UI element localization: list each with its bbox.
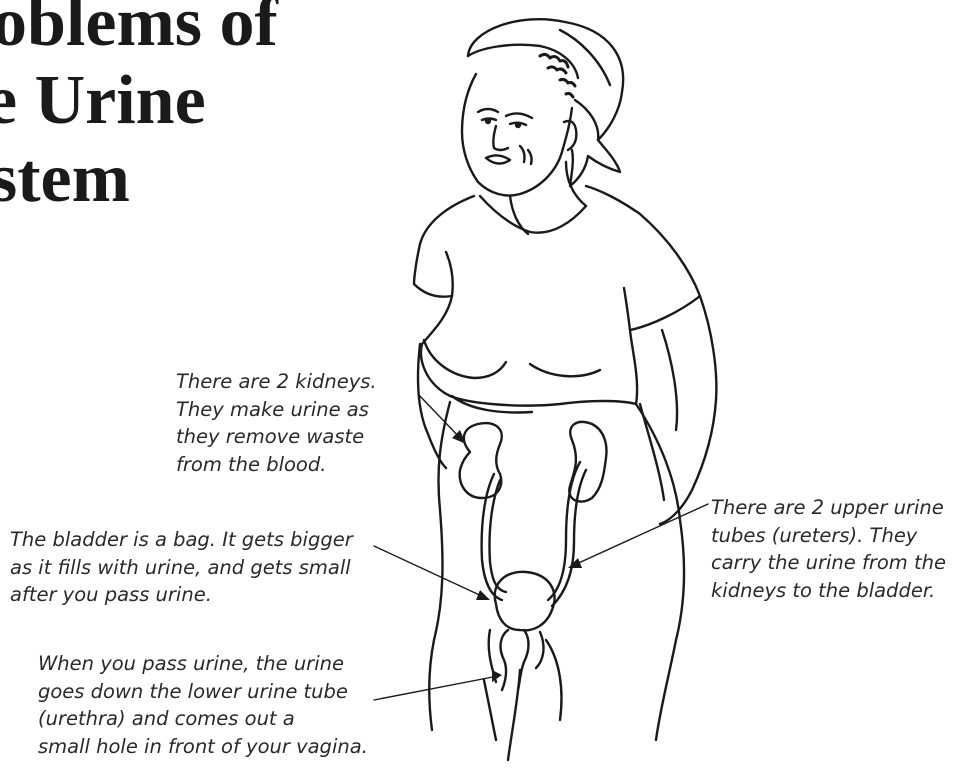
- caption-ureters-line-2: tubes (ureters). They: [711, 522, 946, 550]
- breast: [424, 340, 506, 378]
- caption-urethra-line-2: goes down the lower urine tube: [38, 678, 368, 706]
- caption-bladder: The bladder is a bag. It gets bigger as …: [10, 526, 353, 609]
- caption-urethra-line-3: (urethra) and comes out a: [38, 705, 368, 733]
- caption-bladder-line-1: The bladder is a bag. It gets bigger: [10, 526, 353, 554]
- legs: [484, 680, 496, 740]
- caption-bladder-line-2: as it fills with urine, and gets small: [10, 554, 353, 582]
- bladder: [495, 572, 555, 631]
- caption-urethra: When you pass urine, the urine goes down…: [38, 650, 368, 760]
- caption-bladder-line-3: after you pass urine.: [10, 581, 353, 609]
- hips: [429, 402, 450, 730]
- caption-kidneys-line-3: they remove waste: [176, 423, 377, 451]
- caption-ureters-line-1: There are 2 upper urine: [711, 494, 946, 522]
- caption-ureters-line-4: kidneys to the bladder.: [711, 577, 946, 605]
- caption-urethra-line-1: When you pass urine, the urine: [38, 650, 368, 678]
- caption-kidneys-line-4: from the blood.: [176, 451, 377, 479]
- kidney-right: [569, 422, 606, 502]
- urethra: [501, 630, 508, 690]
- caption-kidneys: There are 2 kidneys. They make urine as …: [176, 368, 377, 478]
- shirt: [414, 186, 700, 406]
- caption-ureters-line-3: carry the urine from the: [711, 549, 946, 577]
- kidney-left: [460, 423, 502, 498]
- arrow-heads: [452, 430, 582, 682]
- caption-ureters: There are 2 upper urine tubes (ureters).…: [711, 494, 946, 604]
- caption-kidneys-line-1: There are 2 kidneys.: [176, 368, 377, 396]
- caption-urethra-line-4: small hole in front of your vagina.: [38, 733, 368, 761]
- face-outline: [462, 74, 572, 196]
- caption-kidneys-line-2: They make urine as: [176, 396, 377, 424]
- arm-right: [660, 296, 716, 524]
